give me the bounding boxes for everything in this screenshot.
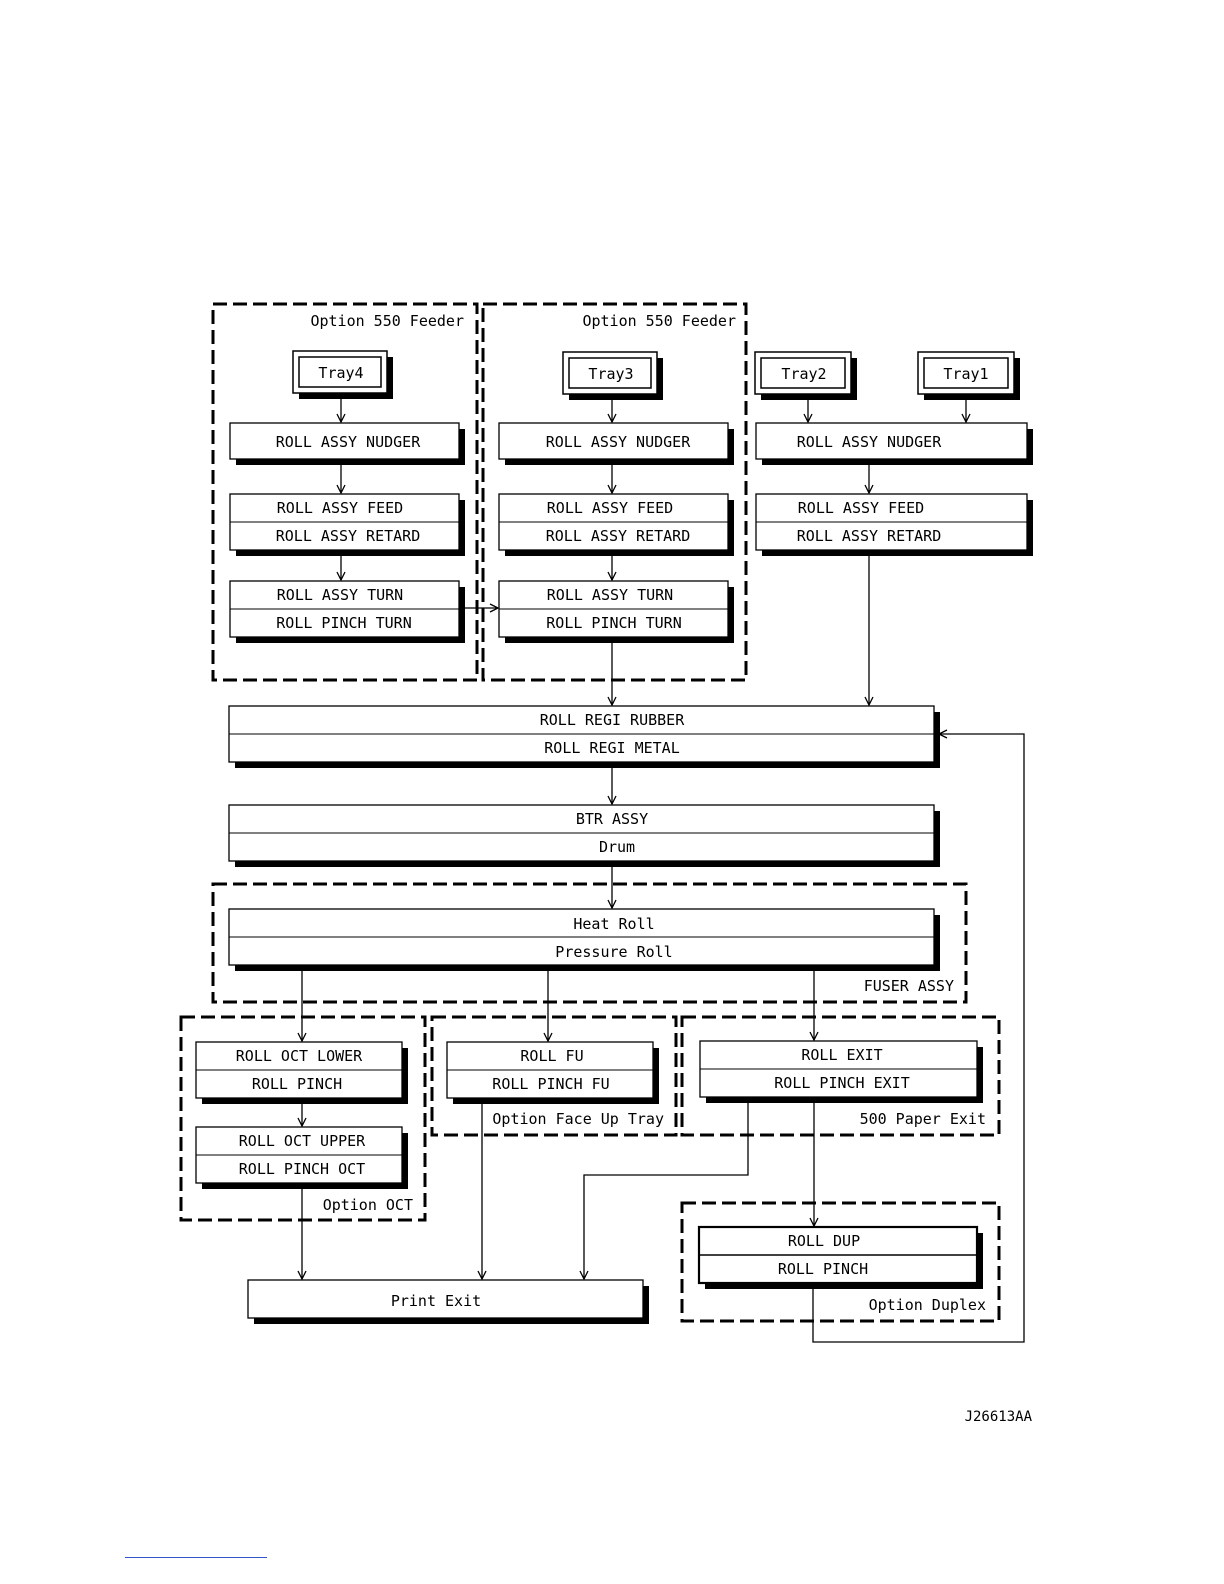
fu-label: ROLL FU bbox=[520, 1047, 583, 1065]
main-retard-label: ROLL ASSY RETARD bbox=[797, 527, 942, 545]
pinch-exit-label: ROLL PINCH EXIT bbox=[774, 1074, 909, 1092]
group-box-faceup bbox=[430, 1015, 678, 1137]
print-exit-box: Print Exit bbox=[247, 1279, 649, 1324]
regi-box: ROLL REGI RUBBER ROLL REGI METAL bbox=[228, 705, 940, 768]
figure-id: J26613AA bbox=[965, 1409, 1033, 1425]
main-feed-box: ROLL ASSY FEED ROLL ASSY RETARD bbox=[755, 493, 1033, 556]
duplex-pinch-label: ROLL PINCH bbox=[778, 1260, 868, 1278]
print-exit-label: Print Exit bbox=[391, 1292, 481, 1310]
paper-exit-box: ROLL EXIT ROLL PINCH EXIT bbox=[699, 1040, 983, 1103]
feeder4-feed-label: ROLL ASSY FEED bbox=[277, 499, 403, 517]
tray3-box: Tray3 bbox=[562, 351, 663, 400]
faceup-box: ROLL FU ROLL PINCH FU bbox=[446, 1041, 659, 1104]
heat-roll-label: Heat Roll bbox=[573, 915, 654, 933]
regi-rubber-label: ROLL REGI RUBBER bbox=[540, 711, 685, 729]
group-label-fuser: FUSER ASSY bbox=[864, 977, 954, 995]
oct-upper-label: ROLL OCT UPPER bbox=[239, 1132, 366, 1150]
feeder4-pinch-turn-label: ROLL PINCH TURN bbox=[276, 614, 411, 632]
tray1-label: Tray1 bbox=[943, 365, 988, 383]
tray2-label: Tray2 bbox=[781, 365, 826, 383]
feeder3-nudger-label: ROLL ASSY NUDGER bbox=[546, 433, 691, 451]
feeder3-turn-label: ROLL ASSY TURN bbox=[547, 586, 673, 604]
group-label-faceup: Option Face Up Tray bbox=[492, 1110, 664, 1128]
feeder4-nudger-box: ROLL ASSY NUDGER bbox=[229, 422, 465, 465]
main-nudger-label: ROLL ASSY NUDGER bbox=[797, 433, 942, 451]
group-box-feeder4 bbox=[211, 302, 479, 682]
group-box-feeder3 bbox=[481, 302, 748, 682]
fuser-box: Heat Roll Pressure Roll bbox=[228, 908, 940, 971]
roll-dup-label: ROLL DUP bbox=[788, 1232, 860, 1250]
group-label-feeder3: Option 550 Feeder bbox=[582, 312, 736, 330]
components: ROLL ASSY NUDGER ROLL ASSY FEED ROLL ASS… bbox=[195, 422, 1033, 1324]
feeder4-nudger-label: ROLL ASSY NUDGER bbox=[276, 433, 421, 451]
group-boxes bbox=[179, 302, 1001, 1323]
main-nudger-box: ROLL ASSY NUDGER bbox=[755, 422, 1033, 465]
group-label-feeder4: Option 550 Feeder bbox=[310, 312, 464, 330]
oct-lower-box: ROLL OCT LOWER ROLL PINCH bbox=[195, 1041, 408, 1104]
feeder4-retard-label: ROLL ASSY RETARD bbox=[276, 527, 421, 545]
oct-pinch-oct-label: ROLL PINCH OCT bbox=[239, 1160, 365, 1178]
feeder4-feed-box: ROLL ASSY FEED ROLL ASSY RETARD bbox=[229, 493, 465, 556]
roll-exit-label: ROLL EXIT bbox=[801, 1046, 882, 1064]
feeder3-feed-box: ROLL ASSY FEED ROLL ASSY RETARD bbox=[498, 493, 734, 556]
group-box-fuser bbox=[211, 882, 968, 1004]
feeder4-turn-box: ROLL ASSY TURN ROLL PINCH TURN bbox=[229, 580, 465, 643]
drum-label: Drum bbox=[599, 838, 635, 856]
pinch-fu-label: ROLL PINCH FU bbox=[492, 1075, 609, 1093]
feeder3-pinch-turn-label: ROLL PINCH TURN bbox=[546, 614, 681, 632]
trays: Tray4 Tray3 Tray2 Tray1 bbox=[292, 350, 1020, 400]
btr-label: BTR ASSY bbox=[576, 810, 648, 828]
oct-pinch-label: ROLL PINCH bbox=[252, 1075, 342, 1093]
feeder3-retard-label: ROLL ASSY RETARD bbox=[546, 527, 691, 545]
tray4-box: Tray4 bbox=[292, 350, 393, 399]
feeder4-turn-label: ROLL ASSY TURN bbox=[277, 586, 403, 604]
group-label-duplex: Option Duplex bbox=[869, 1296, 986, 1314]
flow-arrows bbox=[302, 399, 1025, 1343]
tray1-box: Tray1 bbox=[917, 351, 1020, 400]
regi-metal-label: ROLL REGI METAL bbox=[544, 739, 679, 757]
oct-upper-box: ROLL OCT UPPER ROLL PINCH OCT bbox=[195, 1126, 408, 1189]
group-box-paper-exit bbox=[680, 1015, 1001, 1137]
footer-rule bbox=[125, 1557, 267, 1558]
duplex-box: ROLL DUP ROLL PINCH bbox=[697, 1225, 983, 1289]
tray2-box: Tray2 bbox=[754, 351, 857, 400]
transfer-box: BTR ASSY Drum bbox=[228, 804, 940, 867]
arrow-duplex-return-regi bbox=[812, 734, 1025, 1343]
group-label-paper-exit: 500 Paper Exit bbox=[860, 1110, 986, 1128]
feeder3-feed-label: ROLL ASSY FEED bbox=[547, 499, 673, 517]
group-label-oct: Option OCT bbox=[323, 1196, 413, 1214]
oct-lower-label: ROLL OCT LOWER bbox=[236, 1047, 363, 1065]
tray4-label: Tray4 bbox=[318, 364, 363, 382]
pressure-roll-label: Pressure Roll bbox=[555, 943, 672, 961]
tray3-label: Tray3 bbox=[588, 365, 633, 383]
main-feed-label: ROLL ASSY FEED bbox=[798, 499, 924, 517]
group-box-oct bbox=[179, 1015, 427, 1222]
feeder3-nudger-box: ROLL ASSY NUDGER bbox=[498, 422, 734, 465]
feeder3-turn-box: ROLL ASSY TURN ROLL PINCH TURN bbox=[498, 580, 734, 643]
group-box-duplex bbox=[680, 1201, 1001, 1323]
arrow-paper-exit-print-exit bbox=[584, 1103, 749, 1279]
